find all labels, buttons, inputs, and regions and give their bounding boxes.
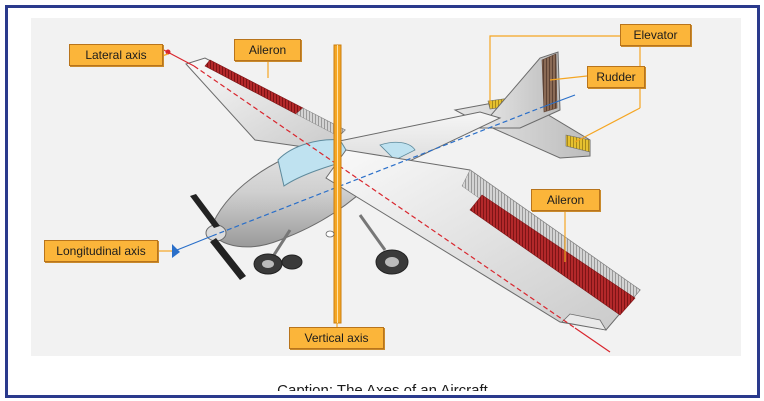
aileron-top-label: Aileron bbox=[234, 39, 301, 61]
figure-caption: Caption: The Axes of an Aircraft bbox=[8, 377, 757, 391]
propeller bbox=[190, 194, 246, 280]
wing-tip bbox=[561, 313, 607, 331]
vertical-axis-label: Vertical axis bbox=[289, 327, 384, 349]
figure-caption-text: Caption: The Axes of an Aircraft bbox=[277, 382, 488, 391]
longitudinal-axis-label: Longitudinal axis bbox=[44, 240, 158, 262]
left-wing bbox=[185, 57, 346, 151]
lateral-axis-line bbox=[159, 47, 611, 353]
rudder-label: Rudder bbox=[587, 66, 645, 88]
rudder-surface bbox=[541, 53, 558, 113]
lateral-axis-label: Lateral axis bbox=[69, 44, 163, 66]
right-aileron-surface bbox=[469, 194, 636, 316]
elevator-label: Elevator bbox=[620, 24, 691, 46]
right-wing bbox=[325, 149, 641, 331]
callout-leader-lines bbox=[158, 35, 641, 327]
aileron-right-label: Aileron bbox=[531, 189, 600, 211]
longitudinal-axis-line bbox=[171, 94, 576, 258]
landing-gear bbox=[253, 214, 409, 275]
vertical-fin bbox=[478, 51, 561, 129]
rear-window bbox=[379, 141, 416, 161]
